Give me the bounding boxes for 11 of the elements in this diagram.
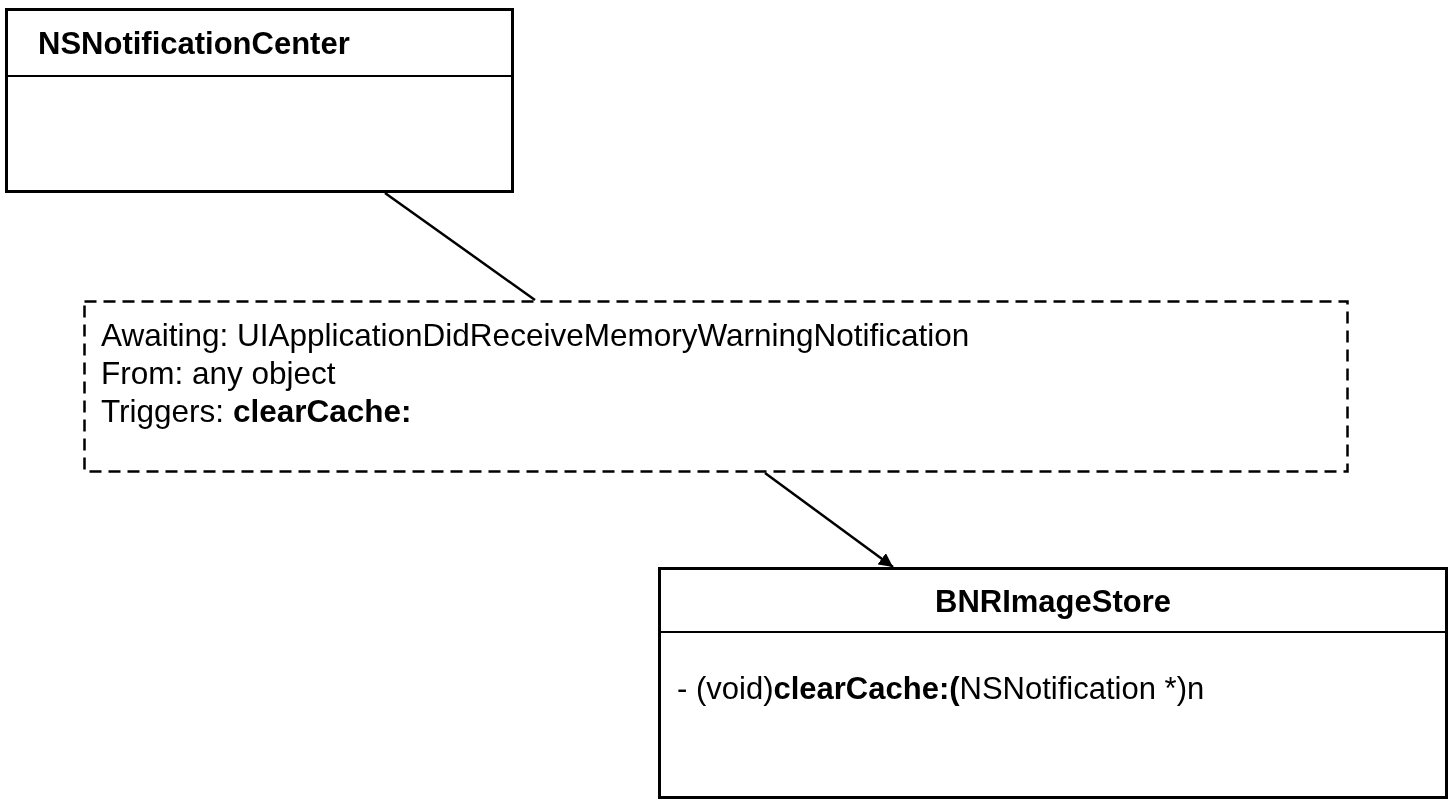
class-box: [5, 8, 514, 193]
class-name: NSNotificationCenter: [38, 26, 350, 61]
note-text: From: any object: [101, 354, 336, 392]
class-name: BNRImageStore: [935, 584, 1171, 619]
class-box: [658, 567, 1448, 799]
method-signature: - (void)clearCache:(NSNotification *)n: [677, 671, 1205, 706]
connector-line: [384, 192, 536, 301]
note-box: [83, 300, 1349, 473]
note-text: Triggers: clearCache:: [101, 392, 412, 430]
note-text: Awaiting: UIApplicationDidReceiveMemoryWarningNotification: [101, 316, 970, 354]
arrow: [764, 472, 894, 568]
